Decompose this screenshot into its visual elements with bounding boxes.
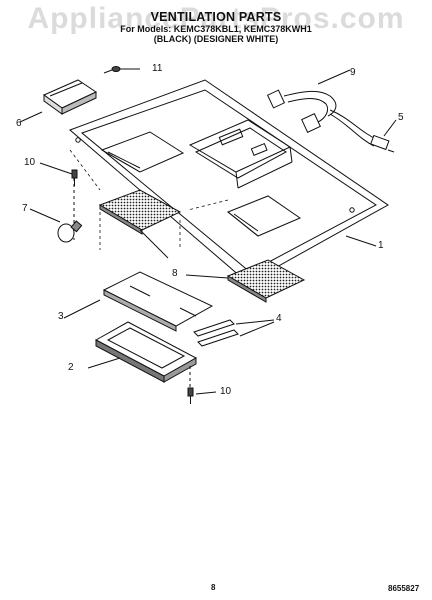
callout-3: 3 (58, 311, 64, 322)
callout-4: 4 (276, 313, 282, 324)
color-variants: (BLACK) (DESIGNER WHITE) (153, 34, 279, 44)
callout-10-upper: 10 (24, 157, 36, 168)
connector-part-5 (370, 119, 397, 153)
page-number: 8 (211, 583, 216, 592)
leader-part-6 (19, 111, 43, 123)
callout-5: 5 (398, 112, 404, 123)
light-frame-part-2 (63, 299, 198, 383)
callout-2: 2 (68, 362, 74, 373)
callout-7: 7 (22, 203, 28, 214)
light-bulb-part-7 (29, 208, 83, 243)
callout-11: 11 (152, 63, 163, 74)
page-title: VENTILATION PARTS (150, 10, 282, 24)
leader-part-1 (345, 235, 377, 247)
callout-1: 1 (378, 240, 384, 251)
grease-filter-right (185, 259, 306, 303)
wire-harness-part-9 (266, 69, 379, 147)
callout-6: 6 (16, 118, 22, 129)
screw-part-10-upper (39, 162, 78, 240)
bracket-part-6 (43, 79, 98, 115)
clips-part-4 (193, 319, 275, 347)
light-lens-part-3 (102, 271, 214, 332)
model-numbers: For Models: KEMC378KBL1, KEMC378KWH1 (120, 24, 312, 34)
callout-10-lower: 10 (220, 386, 232, 397)
document-number: 8655827 (388, 584, 420, 593)
dashed-guides (69, 149, 229, 250)
screw-part-11 (103, 66, 140, 74)
watermark: AppliancePartsPros.com (27, 2, 405, 35)
screw-part-10-lower (187, 366, 217, 404)
callout-9: 9 (350, 67, 356, 78)
vent-housing-panel (69, 79, 389, 284)
callout-8: 8 (172, 268, 178, 279)
grease-filter-left (98, 189, 182, 259)
